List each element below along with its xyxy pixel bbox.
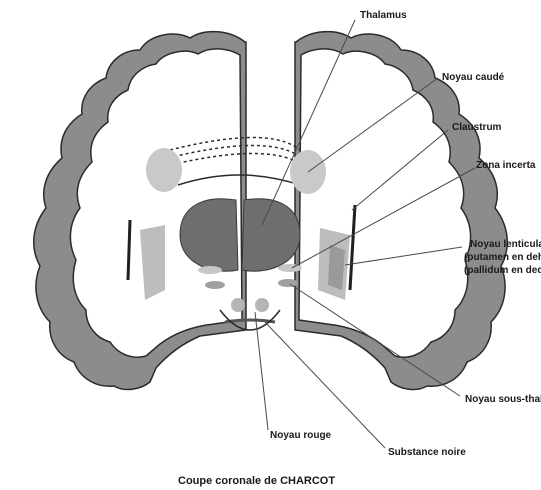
label-zona-incerta: Zona incerta <box>476 160 536 171</box>
label-claustrum: Claustrum <box>452 122 502 133</box>
figure-caption: Coupe coronale de CHARCOT <box>178 475 335 487</box>
zona-incerta-left <box>198 266 222 274</box>
red-nucleus-right <box>255 298 269 312</box>
claustrum-left <box>128 220 130 280</box>
subthalamic-left <box>205 281 225 289</box>
lentiform-right-inner <box>328 245 345 290</box>
caudate-left <box>146 148 182 192</box>
label-noyau-lenticulaire-1: Noyau lenticula <box>470 239 541 250</box>
label-substance-noire: Substance noire <box>388 447 466 458</box>
label-noyau-caude: Noyau caudé <box>442 72 505 83</box>
label-thalamus: Thalamus <box>360 10 407 21</box>
substantia-nigra <box>225 320 275 322</box>
label-noyau-lenticulaire-2: (putamen en deh <box>464 252 541 263</box>
thalamus-right <box>242 199 300 271</box>
zona-incerta-right <box>278 264 302 272</box>
label-noyau-lenticulaire-3: (pallidum en ded <box>464 265 541 276</box>
subthalamic-right <box>278 279 298 287</box>
label-noyau-rouge: Noyau rouge <box>270 430 332 441</box>
red-nucleus-left <box>231 298 245 312</box>
label-noyau-sous-thalamique: Noyau sous-thala <box>465 394 541 405</box>
